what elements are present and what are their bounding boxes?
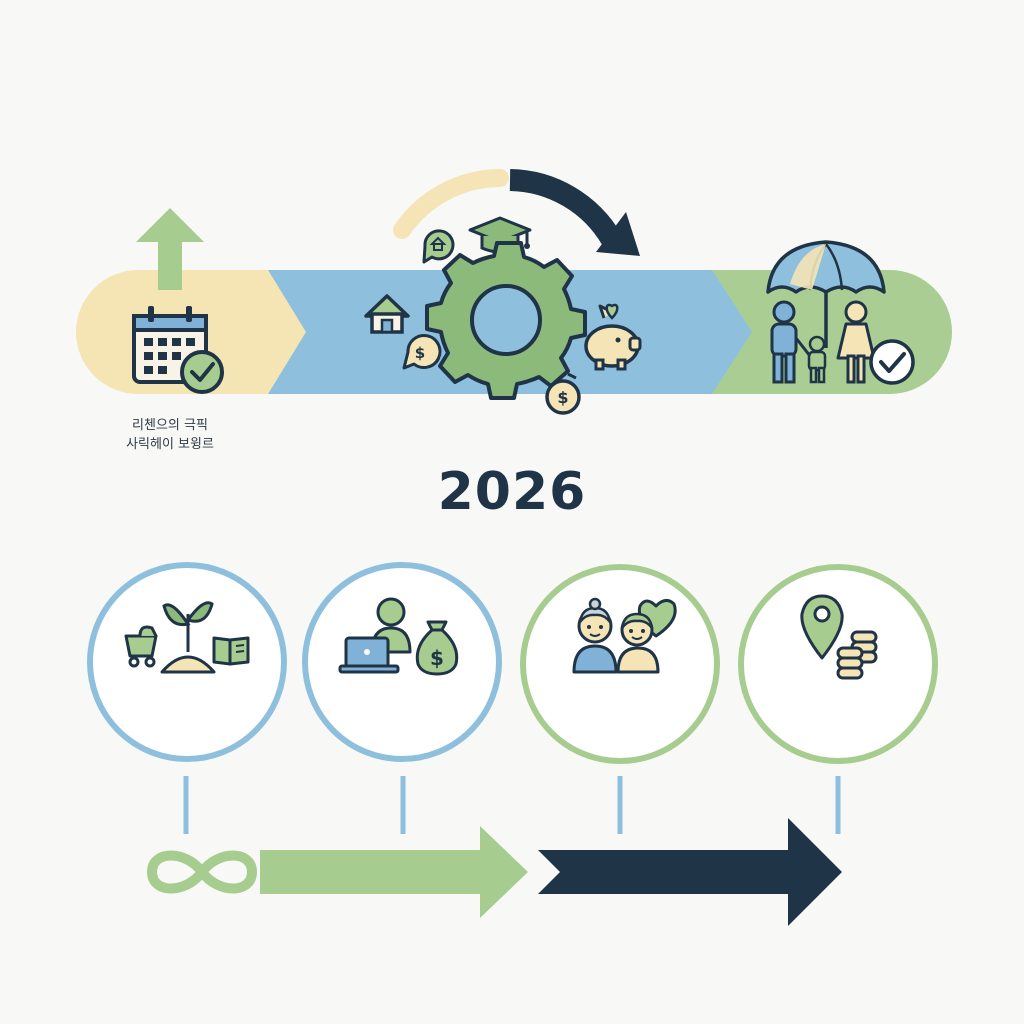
dollar-bubble-icon: $	[402, 334, 442, 370]
svg-text:$: $	[415, 344, 425, 362]
stage-circle-working: $	[302, 562, 502, 762]
dollar-coin-icon: $	[545, 372, 581, 415]
arrow-up-icon	[136, 208, 204, 290]
cycle-arc-arrow	[393, 169, 640, 256]
timeline-arrow-navy	[538, 818, 842, 926]
stage-circle-legacy	[738, 564, 938, 764]
timeline-arrow-green	[260, 826, 528, 918]
house-icon	[364, 294, 410, 334]
checkmark-icon	[869, 339, 915, 385]
coin-stack-icon	[836, 630, 878, 680]
year-label: 2026	[437, 462, 587, 522]
svg-text:$: $	[430, 646, 444, 670]
piggy-bank-icon	[584, 303, 642, 371]
money-bag-icon: $	[415, 620, 459, 676]
svg-text:$: $	[557, 388, 568, 407]
connector-ticks	[183, 776, 841, 834]
location-pin-icon	[800, 594, 844, 660]
stroller-icon	[124, 625, 158, 668]
caption-line-2: 사릭헤이 보윙르	[126, 437, 214, 452]
family-icon	[770, 300, 876, 384]
gear-icon	[425, 241, 587, 400]
sprout-icon	[160, 601, 216, 674]
elderly-couple-icon	[572, 597, 660, 674]
house-bubble-icon	[422, 229, 455, 264]
calendar-check-icon	[132, 306, 224, 394]
laptop-worker-icon	[338, 597, 412, 674]
band-caption: 리첸으의 극픽 사릭헤이 보윙르	[100, 416, 240, 454]
caption-line-1: 리첸으의 극픽	[132, 418, 208, 433]
stage-circle-retirement	[520, 564, 720, 764]
stage-circle-childhood	[87, 562, 287, 762]
infinity-icon	[146, 850, 258, 894]
book-icon	[212, 636, 250, 666]
umbrella-icon	[766, 240, 886, 348]
